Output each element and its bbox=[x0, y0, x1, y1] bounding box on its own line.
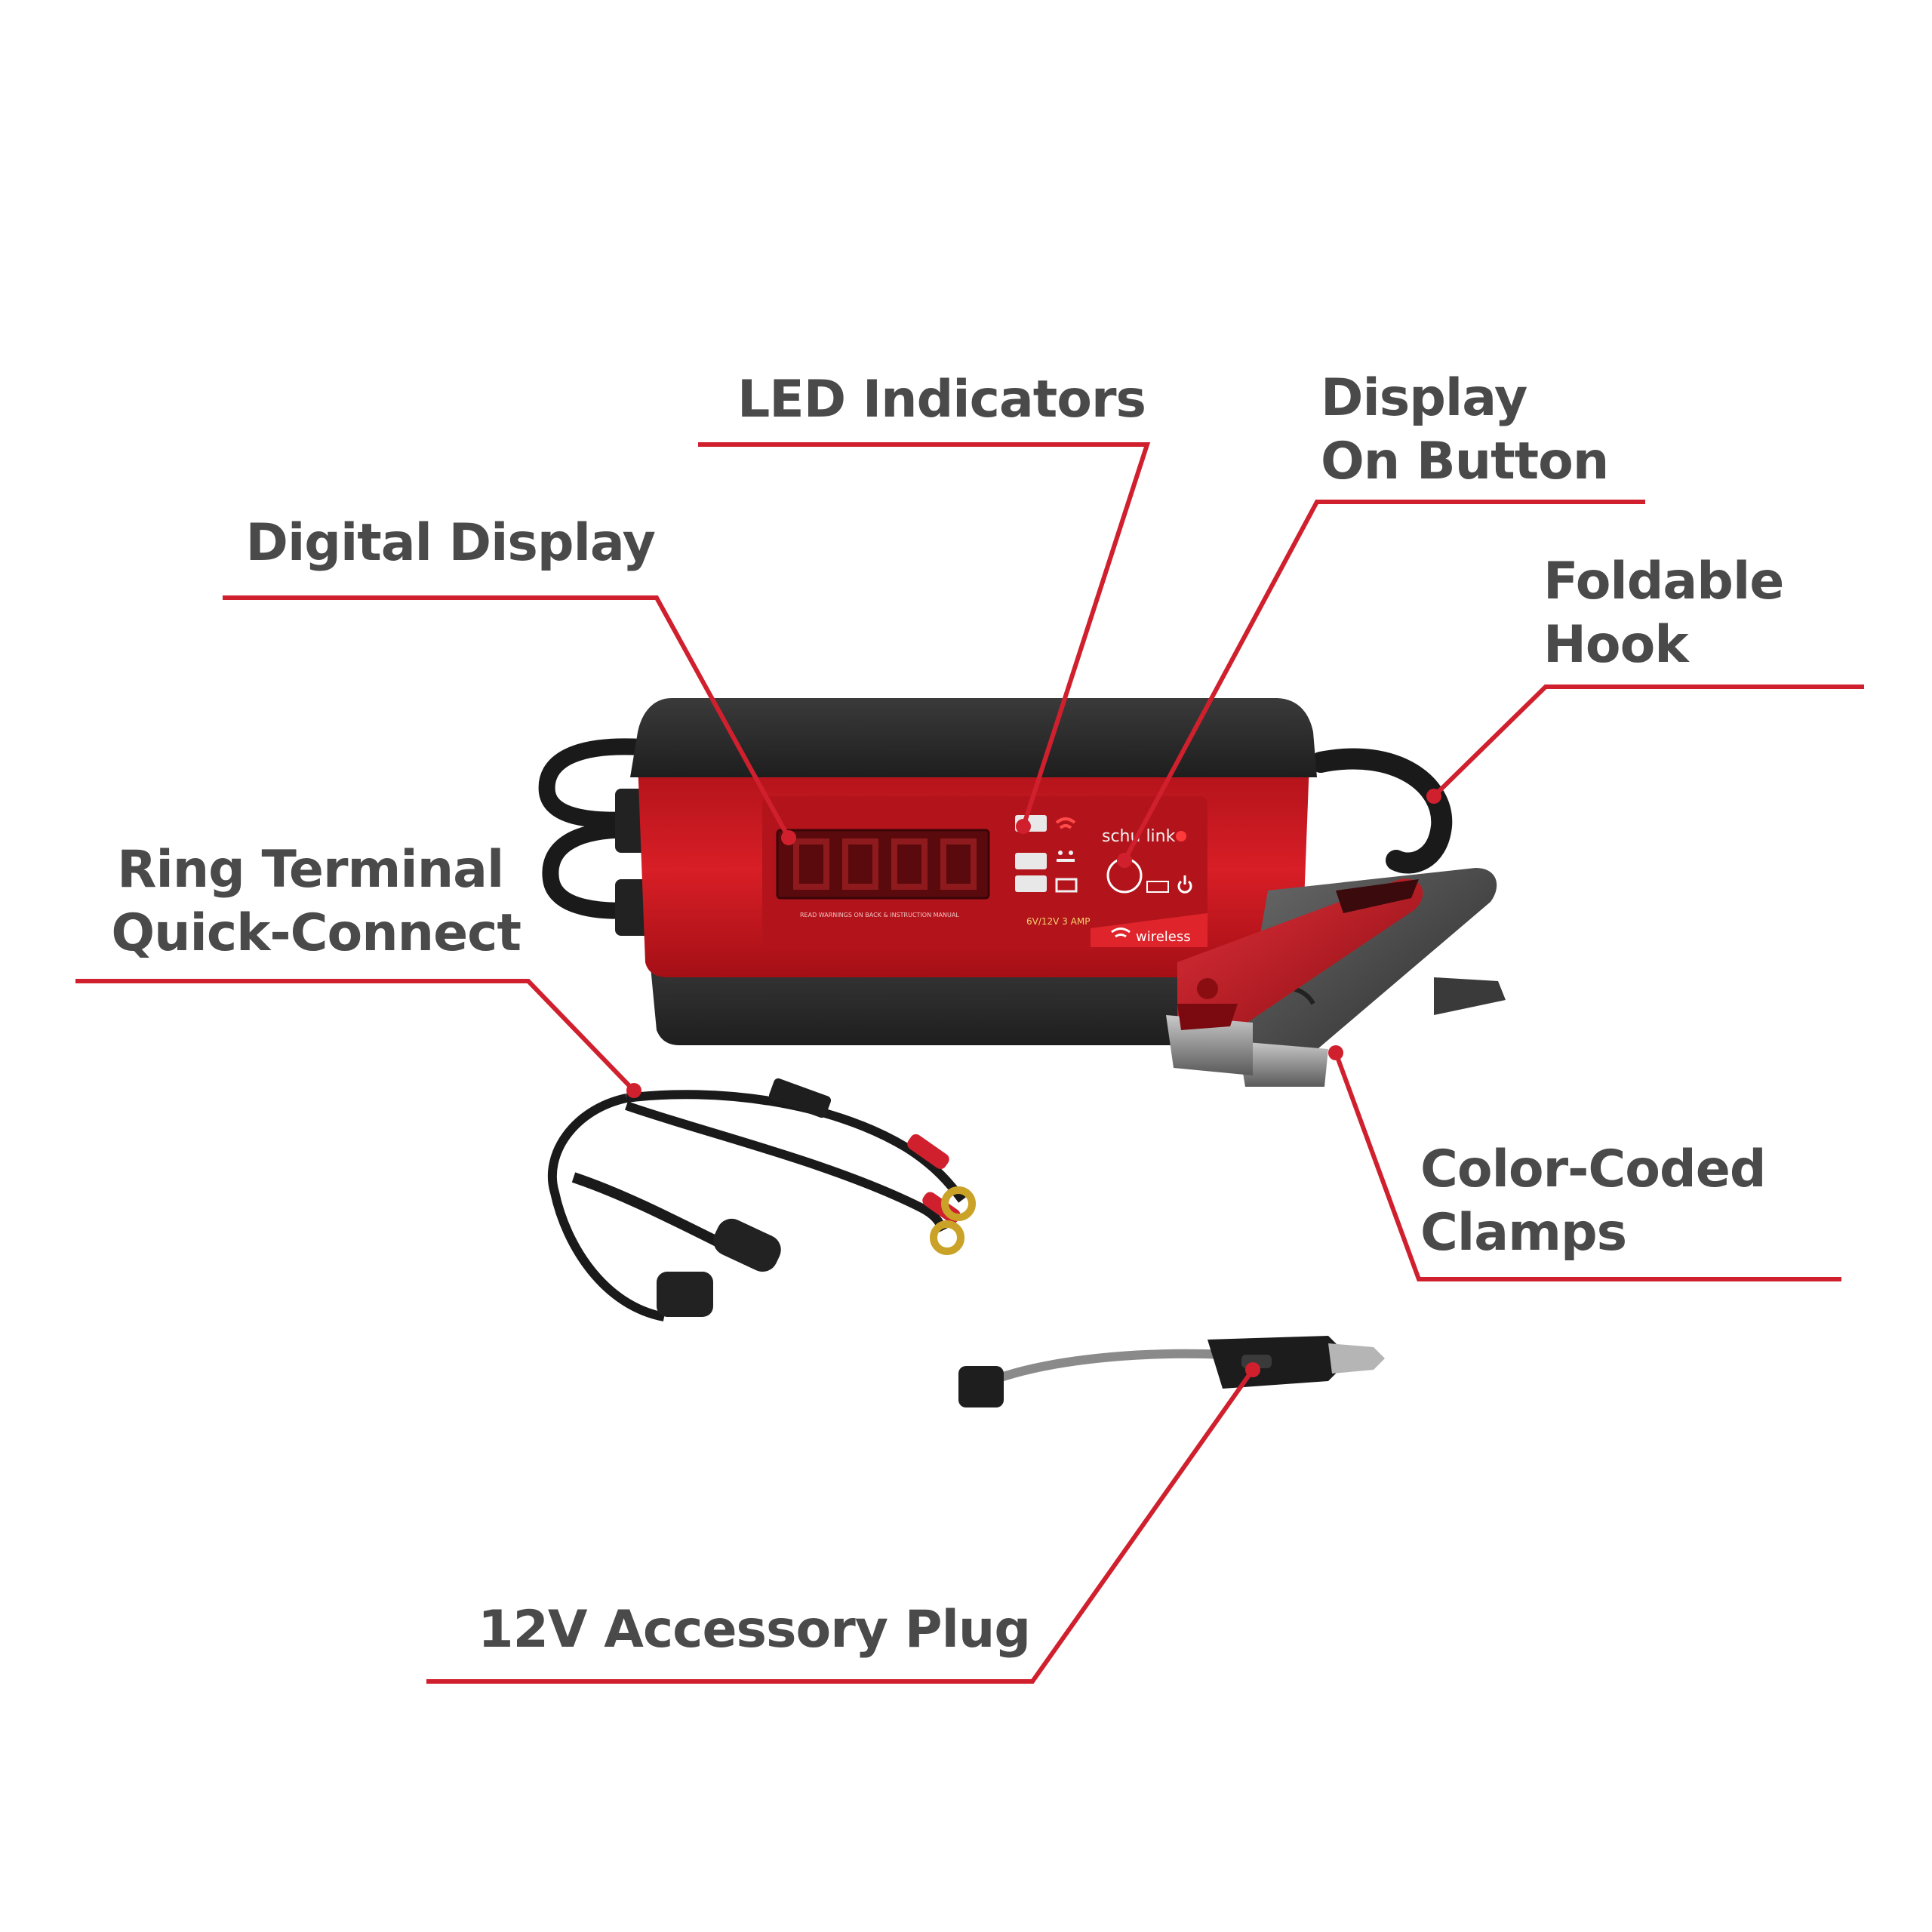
leader-ring-terminal bbox=[75, 979, 636, 1093]
accessory-plug bbox=[958, 1336, 1385, 1407]
wifi-icon bbox=[1055, 817, 1076, 829]
warning-icon bbox=[1057, 851, 1075, 862]
leader-digital-display bbox=[223, 595, 791, 839]
label-color-coded-clamps: Color-Coded Clamps bbox=[1420, 1140, 1783, 1263]
brand-logo: schu link bbox=[1102, 827, 1186, 846]
rating-text: 6V/12V 3 AMP bbox=[1026, 916, 1090, 927]
fuse-holder bbox=[768, 1078, 832, 1118]
label-ring-terminal: Ring Terminal Quick-Connect bbox=[111, 840, 521, 963]
leader-led-indicators bbox=[698, 442, 1151, 827]
color-coded-clamps bbox=[1166, 868, 1506, 1087]
wifi-icon bbox=[1111, 928, 1131, 938]
charger-top-cap bbox=[630, 698, 1317, 777]
sae-connector-2 bbox=[657, 1272, 713, 1317]
sae-connector bbox=[713, 1218, 781, 1272]
power-icon bbox=[1177, 875, 1192, 894]
red-clamp bbox=[1166, 878, 1423, 1075]
callout-labels: LED Indicators Display On Button Digital… bbox=[111, 368, 1801, 1660]
leader-color-coded-clamps bbox=[1334, 1051, 1841, 1281]
foldable-hook bbox=[1310, 748, 1453, 874]
ring-terminal-icon bbox=[930, 1186, 976, 1255]
label-accessory-plug: 12V Accessory Plug bbox=[478, 1600, 1030, 1660]
leader-foldable-hook bbox=[1432, 685, 1864, 798]
label-digital-display: Digital Display bbox=[246, 513, 656, 573]
wireless-badge: wireless bbox=[1091, 913, 1208, 947]
warning-text: READ WARNINGS ON BACK & INSTRUCTION MANU… bbox=[800, 912, 959, 918]
label-led-indicators: LED Indicators bbox=[737, 370, 1146, 429]
battery-icon bbox=[1055, 878, 1078, 893]
digital-display bbox=[776, 829, 990, 900]
svg-text:wireless: wireless bbox=[1136, 929, 1191, 945]
label-display-on-button: Display On Button bbox=[1321, 368, 1608, 491]
battery-charger: schu link READ WARNINGS ON BACK & INSTRU… bbox=[538, 698, 1453, 1045]
ring-terminal-cable bbox=[547, 1078, 976, 1321]
leader-accessory-plug bbox=[426, 1368, 1255, 1684]
leader-lines bbox=[75, 442, 1864, 1684]
leader-display-on-button bbox=[1122, 500, 1645, 862]
label-foldable-hook: Foldable Hook bbox=[1543, 552, 1801, 675]
